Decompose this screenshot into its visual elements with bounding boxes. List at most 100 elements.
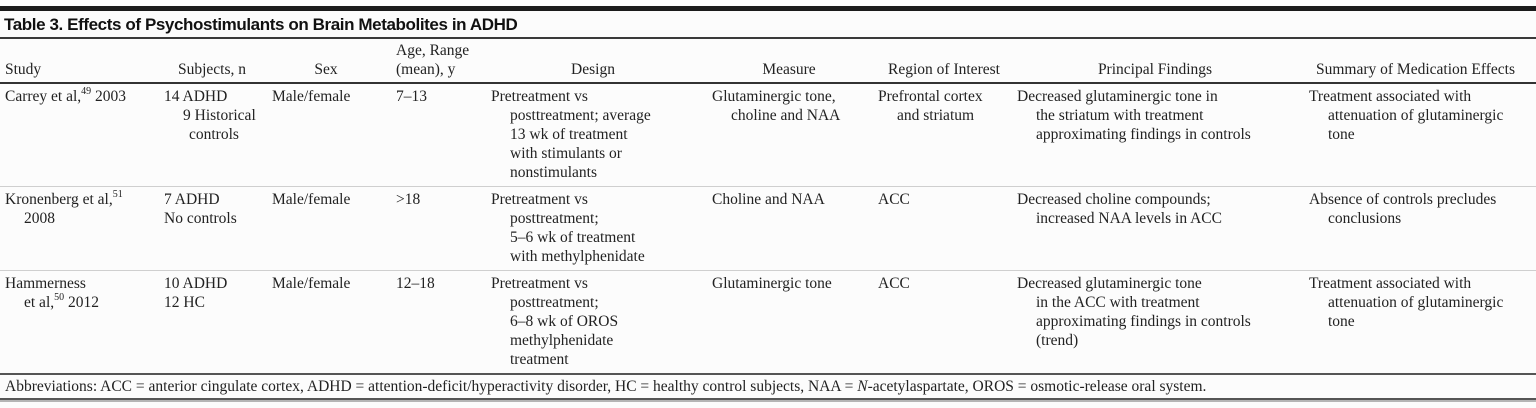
cell-line: Glutaminergic tone, — [712, 88, 836, 105]
cell-age: 12–18 — [386, 271, 481, 374]
cell-line: with stimulants or — [510, 145, 622, 162]
reference-superscript: 51 — [112, 188, 123, 200]
cell-line: 2008 — [24, 210, 55, 227]
cell-line: Treatment associated with — [1309, 88, 1472, 105]
cell-line: nonstimulants — [510, 164, 597, 181]
cell-sex: Male/female — [266, 83, 386, 187]
column-header-study: Study — [0, 39, 158, 83]
table-title: Table 3. Effects of Psychostimulants on … — [4, 15, 518, 34]
cell-line: Treatment associated with — [1309, 275, 1472, 292]
column-header-line: Measure — [762, 61, 816, 78]
cell-line: Decreased glutaminergic tone — [1017, 275, 1202, 292]
cell-line: Pretreatment vs — [491, 191, 588, 208]
cell-line: No controls — [164, 210, 237, 227]
column-header-region: Region of Interest — [873, 39, 1015, 83]
abbreviations-footnote: Abbreviations: ACC = anterior cingulate … — [5, 378, 1207, 395]
cell-line: 5–6 wk of treatment — [510, 229, 636, 246]
cell-line: 13 wk of treatment — [510, 126, 628, 143]
cell-line: methylphenidate — [510, 332, 614, 349]
cell-line: Decreased glutaminergic tone in — [1017, 88, 1218, 105]
cell-line: 10 ADHD — [164, 275, 228, 292]
metabolites-table: Study Subjects, n Sex Age, Range (mean), y De… — [0, 39, 1536, 373]
cell-line: and striatum — [897, 107, 975, 124]
cell-sex: Male/female — [266, 271, 386, 374]
cell-line: ACC — [878, 191, 910, 208]
column-header-line: Study — [5, 61, 42, 78]
column-header-sex: Sex — [266, 39, 386, 83]
column-header-line: Sex — [314, 61, 338, 78]
table-top-rule — [0, 6, 1536, 11]
cell-region: ACC — [873, 271, 1015, 374]
cell-line: with methylphenidate — [510, 248, 645, 265]
abbreviations-divider — [0, 373, 1536, 375]
column-header-line: Subjects, n — [177, 61, 247, 78]
cell-line: in the ACC with treatment — [1036, 294, 1200, 311]
reference-superscript: 49 — [81, 85, 92, 97]
cell-findings: Decreased choline compounds; increased NA… — [1015, 187, 1295, 271]
cell-subjects: 10 ADHD 12 HC — [158, 271, 266, 374]
cell-line: 7–13 — [396, 88, 427, 105]
cell-line: 6–8 wk of OROS — [510, 313, 619, 330]
column-header-subjects: Subjects, n — [158, 39, 266, 83]
cell-line: Male/female — [272, 275, 351, 292]
cell-findings: Decreased glutaminergic tone in the ACC w… — [1015, 271, 1295, 374]
cell-line: 12 HC — [164, 294, 205, 311]
cell-line: ACC — [878, 275, 910, 292]
cell-line: the striatum with treatment — [1036, 107, 1204, 124]
cell-line: Pretreatment vs — [491, 275, 588, 292]
cell-line: approximating findings in controls — [1036, 313, 1251, 330]
bottom-rule-dark — [0, 398, 1536, 400]
cell-line: et al,50 2012 — [24, 291, 99, 311]
cell-study: Kronenberg et al,51 2008 — [0, 187, 158, 271]
cell-line: Choline and NAA — [712, 191, 825, 208]
cell-line: Hammerness — [5, 275, 86, 292]
column-header-line: (mean), y — [396, 61, 456, 78]
title-divider — [0, 37, 1536, 39]
cell-region: ACC — [873, 187, 1015, 271]
bottom-rule-light — [0, 400, 1536, 402]
cell-line: Male/female — [272, 88, 351, 105]
cell-line: 14 ADHD — [164, 88, 228, 105]
cell-line: increased NAA levels in ACC — [1036, 210, 1222, 227]
cell-line: Absence of controls precludes — [1309, 191, 1497, 208]
cell-line: tone — [1328, 126, 1355, 143]
column-header-findings: Principal Findings — [1015, 39, 1295, 83]
cell-line: Decreased choline compounds; — [1017, 191, 1211, 208]
cell-line: conclusions — [1328, 210, 1402, 227]
table-header-row: Study Subjects, n Sex Age, Range (mean), y De… — [0, 39, 1536, 83]
cell-study: Carrey et al,49 2003 — [0, 83, 158, 187]
column-header-line: Principal Findings — [1097, 61, 1213, 78]
cell-line: Male/female — [272, 191, 351, 208]
table-header: Study Subjects, n Sex Age, Range (mean), y De… — [0, 39, 1536, 83]
cell-summary: Treatment associated with attenuation of … — [1295, 83, 1536, 187]
cell-line: Glutaminergic tone — [712, 275, 832, 292]
cell-line: >18 — [396, 191, 421, 208]
column-header-line: Summary of Medication Effects — [1315, 61, 1515, 78]
cell-line: attenuation of glutaminergic — [1328, 107, 1504, 124]
cell-line: (trend) — [1036, 332, 1079, 349]
cell-line: 12–18 — [396, 275, 435, 292]
cell-findings: Decreased glutaminergic tone in the stria… — [1015, 83, 1295, 187]
column-header-summary: Summary of Medication Effects — [1295, 39, 1536, 83]
cell-measure: Choline and NAA — [705, 187, 873, 271]
column-header-design: Design — [481, 39, 705, 83]
cell-line: tone — [1328, 313, 1355, 330]
cell-line: posttreatment; average — [510, 107, 651, 124]
cell-age: 7–13 — [386, 83, 481, 187]
cell-line: Kronenberg et al,51 — [5, 188, 123, 208]
cell-line: treatment — [510, 351, 569, 368]
reference-superscript: 50 — [54, 291, 65, 303]
column-header-line: Age, Range — [396, 42, 470, 59]
cell-measure: Glutaminergic tone — [705, 271, 873, 374]
